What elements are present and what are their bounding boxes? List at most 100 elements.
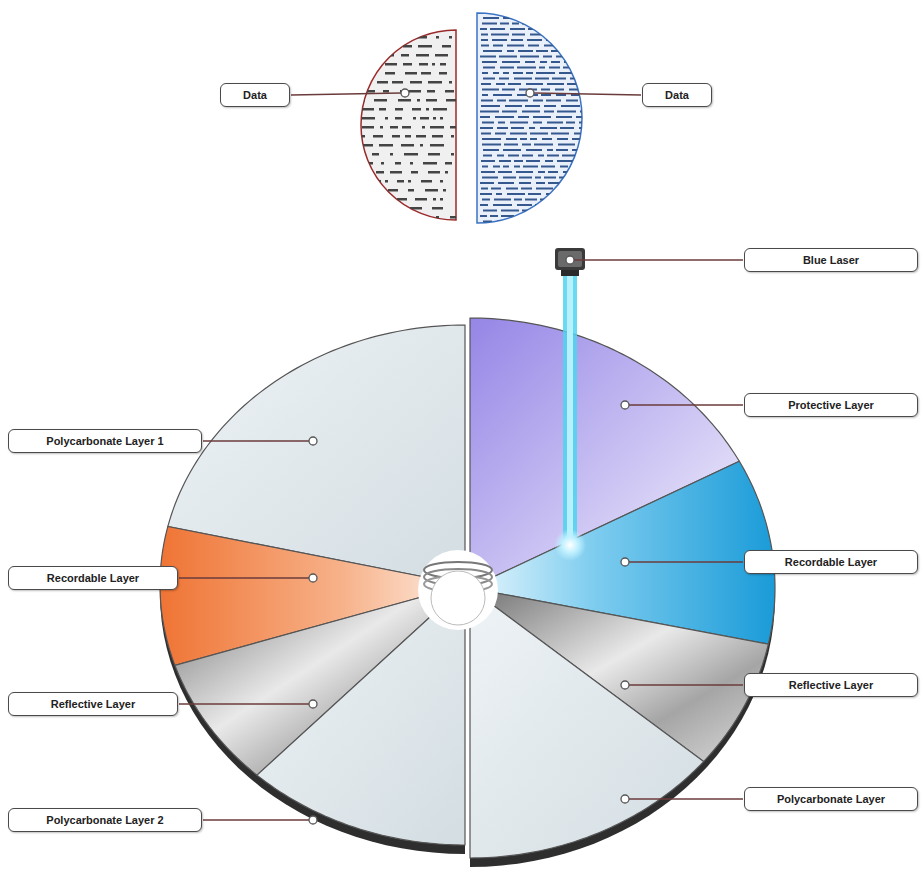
data-pit [568,56,584,58]
data-pit [561,105,580,107]
data-pit [522,210,532,212]
data-pit [510,28,525,30]
data-pit [390,126,398,129]
data-pit [440,198,443,201]
data-pit [535,177,541,179]
data-pit [370,54,373,57]
part-label-box: Blue Laser [744,248,918,272]
data-pit [481,160,495,162]
data-pit [379,36,391,39]
data-pit [556,94,566,96]
data-pit [546,193,557,195]
data-pit [405,135,411,138]
data-pit [499,78,509,80]
data-pit [373,135,383,138]
data-pit [505,105,522,107]
data-pit [538,171,545,173]
data-pit [482,61,497,63]
part-label: Protective Layer [788,399,874,411]
data-pit [566,100,578,102]
data-pit [512,23,519,25]
laser-beam [554,275,586,561]
data-pit [404,153,418,156]
data-pit [533,100,543,102]
data-pit [388,189,398,192]
data-pits [362,36,461,219]
data-pit [546,215,560,217]
data-pit [546,210,553,212]
data-pit [401,54,409,57]
part-label: Blue Laser [803,254,859,266]
data-pit [550,34,556,36]
data-pit [408,216,415,219]
data-pit [480,127,493,129]
data-pit [557,138,568,140]
data-pit [482,199,490,201]
data-pit [403,63,412,66]
data-pit [395,117,402,120]
data-pit [525,61,535,63]
leader-dots [309,89,629,824]
data-pit [445,90,454,93]
data-pit [572,138,581,140]
data-pit [569,23,575,25]
data-pit [578,67,592,69]
data-pit [557,111,576,113]
data-pit [494,199,511,201]
data-pit [497,155,504,157]
data-pit [440,63,446,66]
data-pit [530,138,537,140]
part-label: Reflective Layer [51,698,135,710]
data-pit [514,166,520,168]
data-pit [557,160,576,162]
data-pit [500,23,509,25]
data-pit [566,122,575,124]
data-pit [481,171,495,173]
data-pit [526,160,540,162]
data-pit [545,160,553,162]
data-pit [481,100,493,102]
data-pit [372,153,379,156]
data-pit [490,28,505,30]
data-pit [450,126,458,129]
data-pit [522,111,540,113]
data-pit [483,155,492,157]
leader-lines [179,93,743,820]
data-pit [362,189,373,192]
data-pit [370,45,383,48]
data-pit [385,180,388,183]
data-pit [362,54,365,57]
data-pit [498,122,505,124]
data-pit [529,127,535,129]
data-pit [426,99,437,102]
data-pit [517,17,523,19]
data-pit [374,99,387,102]
data-pit [362,72,365,75]
data-pit [506,188,518,190]
data-pit [573,215,586,217]
data-pit [501,215,514,217]
data-pit [482,72,488,74]
data-pit [493,94,512,96]
data-pit [483,67,495,69]
data-pit [517,67,536,69]
data-pit [493,72,499,74]
data-pit [544,111,554,113]
data-pit [522,23,529,25]
data-pit [418,45,432,48]
data-pit [483,17,499,19]
data-pit [381,162,384,165]
data-pit [436,36,439,39]
data-pit [480,111,499,113]
data-pit [362,207,370,210]
data-pit [362,144,373,147]
data-pit [535,204,550,206]
data-pit [506,221,524,223]
data-pit [498,182,514,184]
data-pit [375,216,387,219]
data-pit [362,90,375,93]
data-pit [481,133,491,135]
data-pit [416,54,429,57]
data-pit [428,171,440,174]
data-pit [512,34,525,36]
